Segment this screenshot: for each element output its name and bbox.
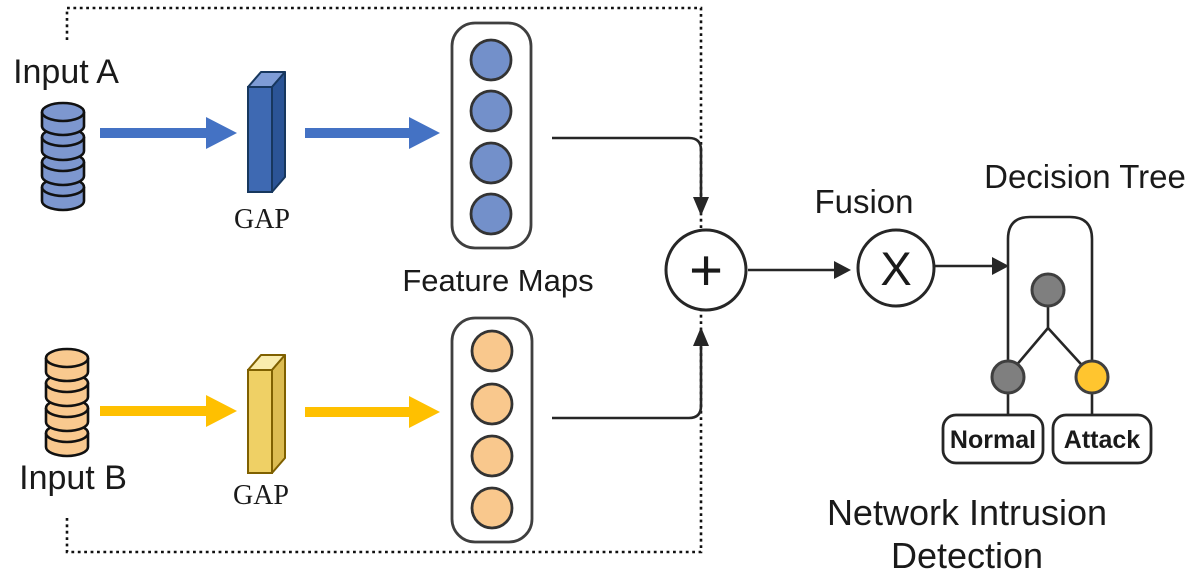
gap-b-label: GAP	[233, 480, 289, 511]
input-b-database-icon	[44, 347, 90, 458]
gap-block-a	[247, 71, 286, 193]
normal-label-box	[941, 413, 1045, 465]
tree-leaf-node-attack	[1074, 359, 1110, 395]
feature-map-b	[450, 316, 534, 544]
attack-label: Attack	[1064, 426, 1141, 454]
normal-label: Normal	[950, 426, 1036, 454]
arrow-input-b-to-gap	[100, 395, 237, 427]
input-a-database-icon	[40, 101, 86, 212]
fusion-label: Fusion	[814, 183, 913, 220]
attack-label-box	[1051, 413, 1153, 465]
decision-tree: Normal Attack	[941, 215, 1153, 465]
arrowhead-up-icon	[693, 327, 709, 346]
arrow-gap-a-to-featuremaps	[305, 117, 440, 149]
arrow-input-a-to-gap	[100, 117, 237, 149]
tree-root-node	[1030, 272, 1066, 308]
multiply-operator-symbol: X	[880, 242, 911, 295]
gap-block-b	[247, 354, 286, 474]
arrowhead-right-icon	[992, 257, 1009, 275]
fusion-operator-node: X	[856, 228, 936, 308]
connector-featuremap-b-to-add	[552, 345, 703, 420]
dotted-frame	[65, 6, 703, 554]
input-a-label: Input A	[13, 53, 119, 91]
decision-tree-title: Decision Tree	[984, 158, 1186, 195]
add-operator-node: +	[664, 228, 748, 312]
arrowhead-down-icon	[693, 197, 709, 216]
feature-maps-label: Feature Maps	[402, 263, 593, 298]
output-caption-line1: Network Intrusion	[827, 492, 1107, 533]
arrow-gap-b-to-featuremaps	[305, 396, 440, 428]
output-caption-line2: Detection	[891, 535, 1043, 576]
feature-map-a	[450, 21, 533, 250]
tree-container	[1006, 215, 1094, 378]
add-operator-symbol: +	[689, 238, 723, 303]
input-b-label: Input B	[19, 459, 127, 497]
gap-a-label: GAP	[234, 204, 290, 235]
connector-featuremap-a-to-add	[552, 136, 703, 199]
arrowhead-right-icon	[834, 261, 851, 279]
tree-leaf-node-normal	[990, 359, 1026, 395]
